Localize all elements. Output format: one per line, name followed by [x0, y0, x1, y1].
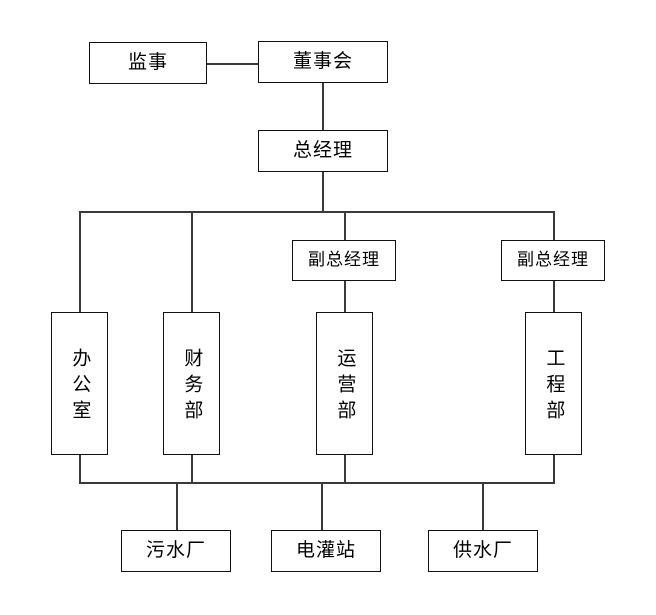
- node-board-of-directors-label: 董事会: [292, 50, 353, 73]
- edge-finance-to-bottom-bus: [191, 454, 193, 483]
- node-deputy-general-manager-2-label: 副总经理: [517, 249, 589, 270]
- node-general-manager-label: 总经理: [292, 139, 353, 162]
- edge-bottom-bus-to-water-supply-plant: [482, 482, 484, 531]
- node-water-supply-plant[interactable]: 供水厂: [428, 530, 538, 572]
- edge-board-gm: [322, 82, 324, 131]
- node-irrigation-station-label: 电灌站: [295, 539, 356, 562]
- edge-deputy-gm-1-to-operations: [344, 280, 346, 313]
- node-office-label: 办公室: [69, 347, 92, 426]
- node-engineering-department[interactable]: 工程部: [525, 312, 582, 455]
- node-finance-department-label: 财务部: [181, 347, 204, 426]
- node-water-supply-plant-label: 供水厂: [452, 539, 513, 562]
- edge-bottom-bus-to-irrigation-station: [321, 482, 323, 531]
- edge-supervisor-board: [206, 63, 259, 65]
- edge-bus-to-finance: [191, 211, 193, 313]
- node-engineering-department-label: 工程部: [543, 347, 566, 426]
- node-sewage-plant-label: 污水厂: [145, 539, 206, 562]
- edge-operations-to-bottom-bus: [344, 454, 346, 483]
- edge-engineering-to-bottom-bus: [553, 454, 555, 483]
- node-irrigation-station[interactable]: 电灌站: [271, 530, 381, 572]
- node-operations-department-label: 运营部: [334, 347, 357, 426]
- bottom-bus: [79, 482, 555, 484]
- node-board-of-directors[interactable]: 董事会: [258, 41, 388, 83]
- node-general-manager[interactable]: 总经理: [258, 130, 388, 172]
- edge-bus-to-deputy-gm-2: [553, 211, 555, 241]
- node-sewage-plant[interactable]: 污水厂: [121, 530, 231, 572]
- edge-office-to-bottom-bus: [79, 454, 81, 483]
- edge-deputy-gm-2-to-engineering: [553, 280, 555, 313]
- node-supervisor-label: 监事: [127, 51, 168, 74]
- node-finance-department[interactable]: 财务部: [163, 312, 220, 455]
- node-deputy-general-manager-1[interactable]: 副总经理: [292, 240, 396, 281]
- node-operations-department[interactable]: 运营部: [316, 312, 373, 455]
- node-deputy-general-manager-1-label: 副总经理: [308, 249, 380, 270]
- node-deputy-general-manager-2[interactable]: 副总经理: [501, 240, 605, 281]
- edge-bus-to-office: [79, 211, 81, 313]
- edge-bus-to-deputy-gm-1: [344, 211, 346, 241]
- main-bus: [79, 211, 555, 213]
- node-office[interactable]: 办公室: [51, 312, 108, 455]
- edge-gm-to-bus: [322, 172, 324, 212]
- node-supervisor[interactable]: 监事: [89, 42, 207, 84]
- edge-bottom-bus-to-sewage-plant: [176, 482, 178, 531]
